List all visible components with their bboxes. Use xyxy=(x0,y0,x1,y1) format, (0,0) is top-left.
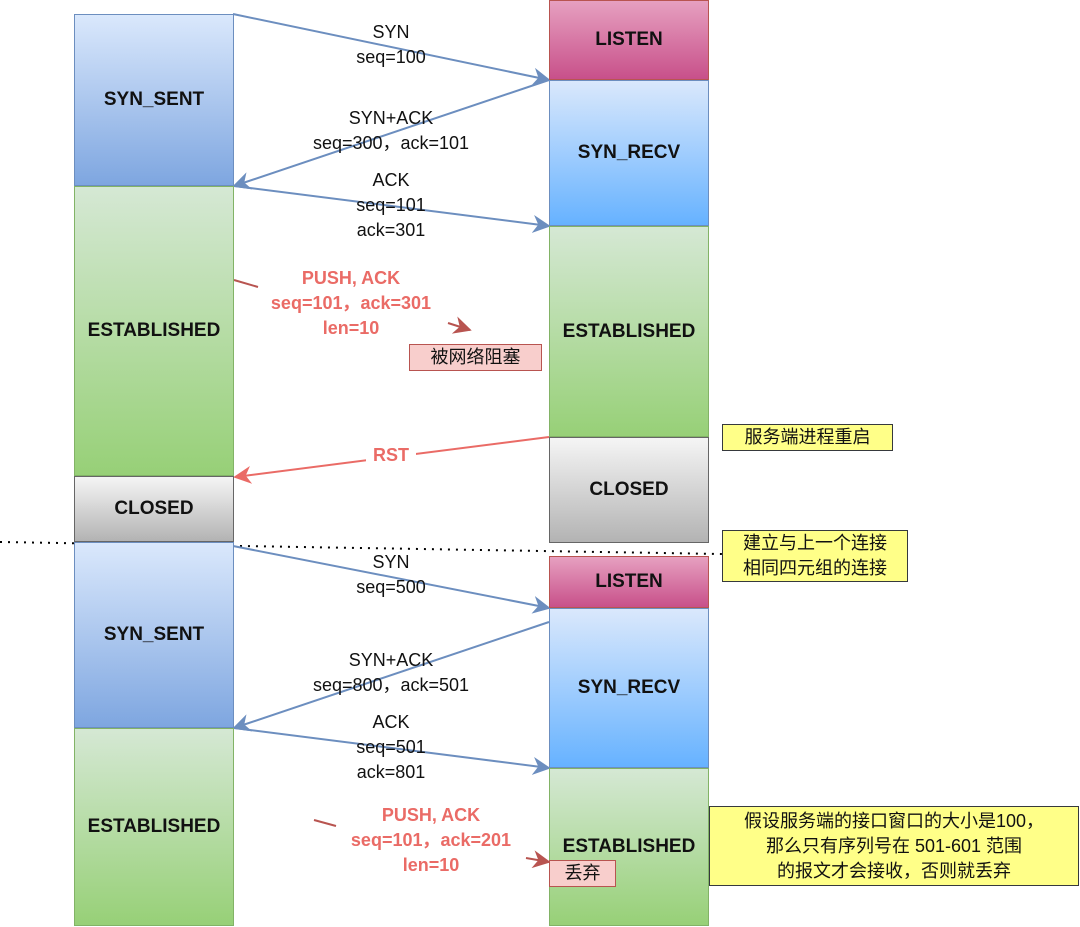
server-listen-1: LISTEN xyxy=(549,0,709,80)
client-closed: CLOSED xyxy=(74,476,234,542)
blocked-note: 被网络阻塞 xyxy=(409,344,542,371)
server-closed: CLOSED xyxy=(549,437,709,543)
syn2-arrow xyxy=(232,545,551,614)
new-connection-note: 建立与上一个连接相同四元组的连接 xyxy=(722,530,908,582)
syn1-arrow xyxy=(232,13,551,86)
server-syn-recv-1: SYN_RECV xyxy=(549,80,709,226)
rst-label: RST xyxy=(366,443,416,468)
ack1-arrow xyxy=(233,185,551,233)
synack2-arrow xyxy=(232,621,550,732)
server-established-1: ESTABLISHED xyxy=(549,226,709,437)
push2-arrow-head xyxy=(525,850,551,869)
server-listen-2: LISTEN xyxy=(549,556,709,608)
restart-note: 服务端进程重启 xyxy=(722,424,893,451)
server-established-2: ESTABLISHED xyxy=(549,768,709,926)
push1-arrow-tail xyxy=(233,279,259,288)
client-established-1: ESTABLISHED xyxy=(74,186,234,476)
window-note: 假设服务端的接口窗口的大小是100，那么只有序列号在 501-601 范围的报文… xyxy=(709,806,1079,886)
client-established-2: ESTABLISHED xyxy=(74,728,234,926)
ack2-arrow xyxy=(233,727,551,775)
synack1-arrow xyxy=(232,79,550,190)
server-syn-recv-2: SYN_RECV xyxy=(549,608,709,768)
client-syn-sent-1: SYN_SENT xyxy=(74,14,234,186)
push2-arrow-tail xyxy=(313,819,337,827)
drop-note: 丢弃 xyxy=(549,860,616,887)
client-syn-sent-2: SYN_SENT xyxy=(74,542,234,728)
push1-arrow-head xyxy=(447,316,472,334)
